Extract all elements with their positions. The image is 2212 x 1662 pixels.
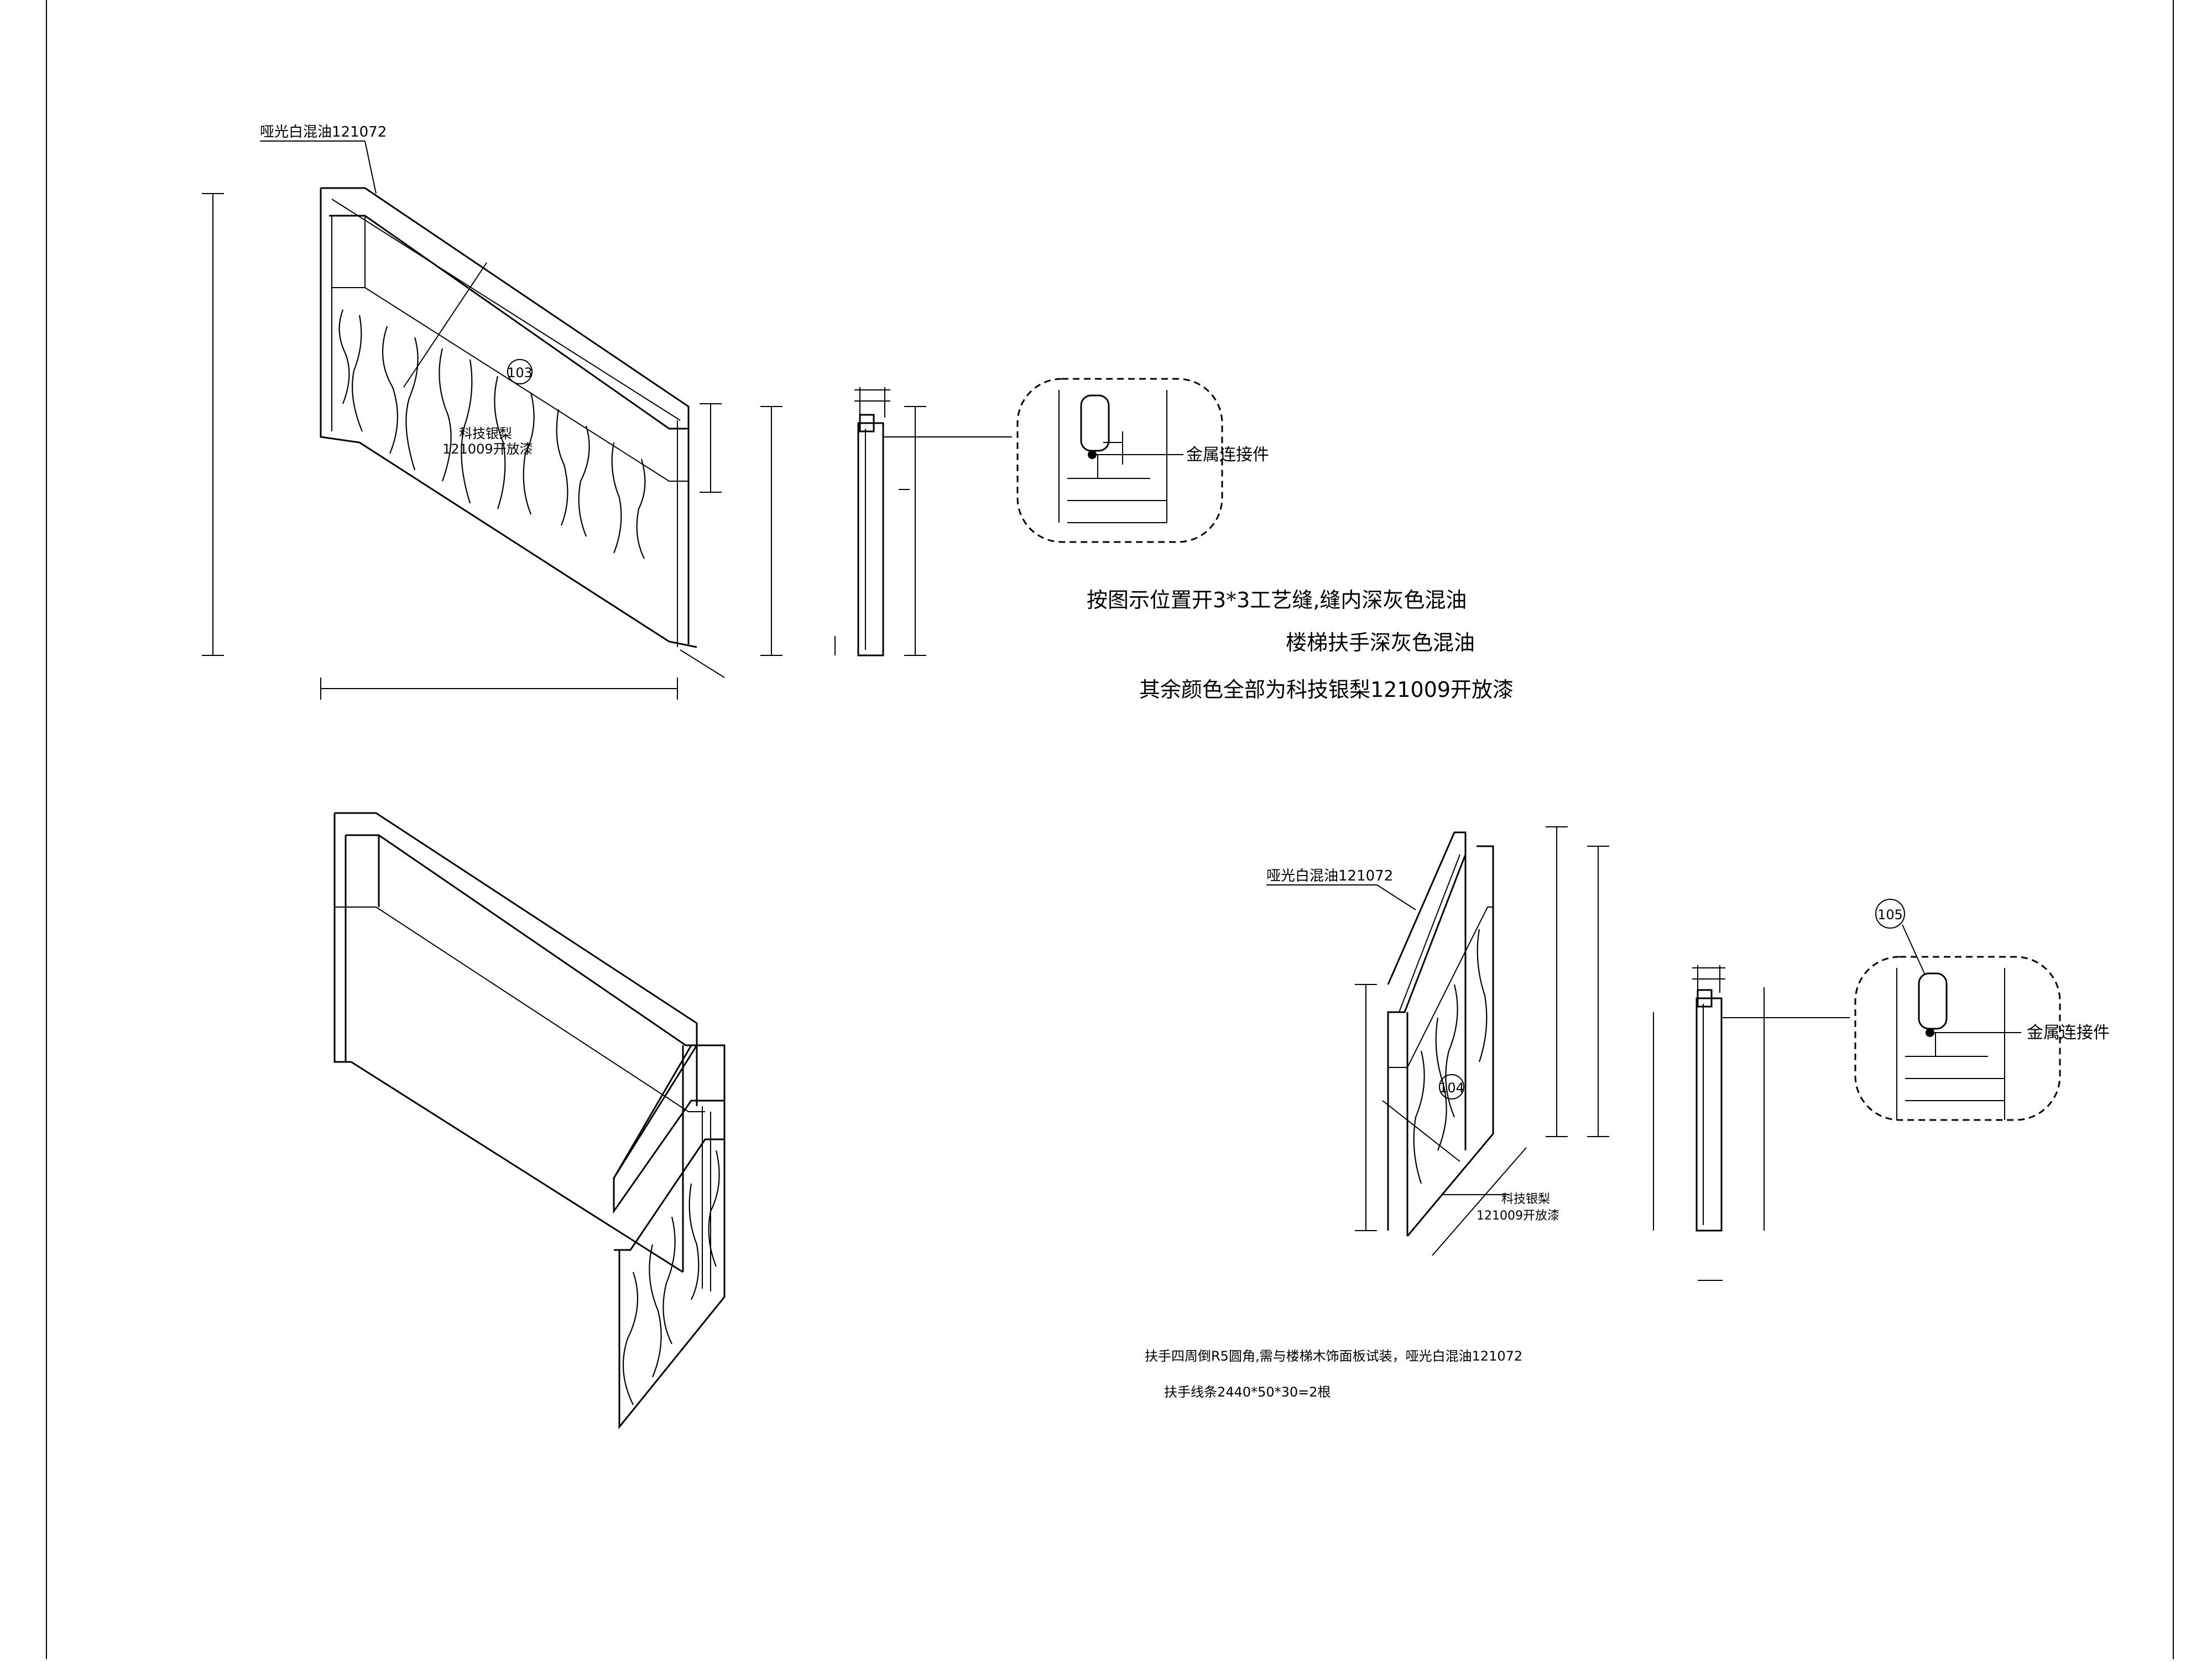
panel-material-label-2: 121009开放漆 [442,441,533,457]
elevation-104: 104 哑光白混油121072 科技银梨 121009开放漆 [1266,826,1609,1256]
axonometric-view [333,812,726,1430]
detail-bubble-1: 金属连接件 [1016,378,1269,543]
metal-connector-label-2: 金属连接件 [2027,1023,2110,1043]
section-view-top [834,387,1012,657]
elevation-103: 103 哑光白混油121072 科技银梨 121009开放漆 [202,124,782,700]
detail-marker-105-label: 105 [1877,907,1903,923]
detail-marker-105 [1875,899,1905,929]
detail-bubble-2: 105 金属连接件 [1854,899,2110,1121]
metal-connector-label-1: 金属连接件 [1186,445,1269,465]
spec-line-1: 扶手四周倒R5圆角,需与楼梯木饰面板试装，哑光白混油121072 [1145,1348,1522,1364]
detail-marker-104-label: 104 [1439,1080,1464,1096]
right-panel-material-label-1: 科技银梨 [1501,1192,1550,1206]
label-matte-white-right: 哑光白混油121072 [1266,868,1393,884]
label-matte-white-top: 哑光白混油121072 [260,124,387,140]
section-view-bottom [1653,965,1850,1281]
detail-marker-104 [1439,1074,1464,1100]
spec-line-2: 扶手线条2440*50*30=2根 [1164,1384,1331,1400]
detail-marker-103 [507,359,533,384]
right-panel-material-label-2: 121009开放漆 [1477,1209,1559,1223]
note-line-2: 楼梯扶手深灰色混油 [1286,631,1475,655]
panel-material-label-1: 科技银梨 [459,426,512,441]
note-line-3: 其余颜色全部为科技银梨121009开放漆 [1139,678,1514,702]
detail-marker-103-label: 103 [507,365,533,381]
note-line-1: 按图示位置开3*3工艺缝,缝内深灰色混油 [1087,588,1467,612]
